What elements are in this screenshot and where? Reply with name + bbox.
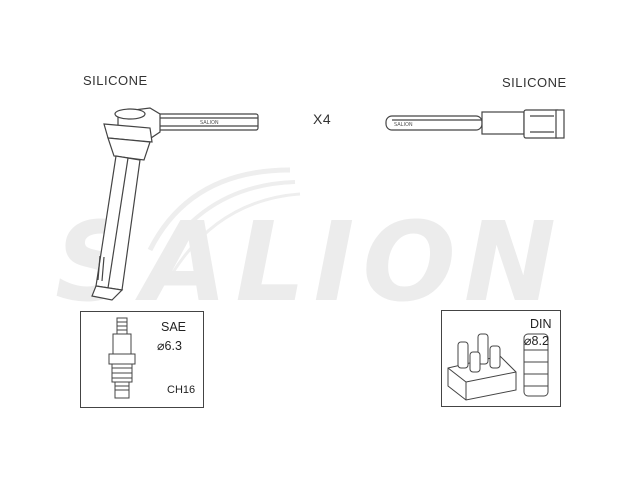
- din-terminal-box: DIN ⌀8.2: [441, 310, 561, 407]
- sae-size-label: ⌀6.3: [157, 339, 182, 353]
- sae-type-label: SAE: [161, 320, 187, 334]
- right-boot-assembly: SALION: [385, 109, 565, 139]
- salion-watermark: SALION: [55, 167, 564, 326]
- silicone-label-left: SILICONE: [83, 73, 148, 88]
- watermark-text: SALION: [55, 198, 564, 326]
- din-terminal-drawing: [447, 333, 549, 401]
- sae-plug-drawing: [108, 317, 136, 399]
- din-type-label: DIN: [530, 317, 552, 331]
- wire-label-left: SALION: [200, 120, 219, 126]
- silicone-label-right: SILICONE: [502, 75, 567, 90]
- sae-code-label: CH16: [167, 384, 196, 396]
- left-boot-assembly: SALION: [91, 107, 259, 301]
- sae-terminal-box: SAE ⌀6.3 CH16: [80, 311, 204, 408]
- din-size-label: ⌀8.2: [524, 334, 549, 348]
- wire-label-right: SALION: [394, 122, 413, 128]
- quantity-label: X4: [313, 111, 332, 127]
